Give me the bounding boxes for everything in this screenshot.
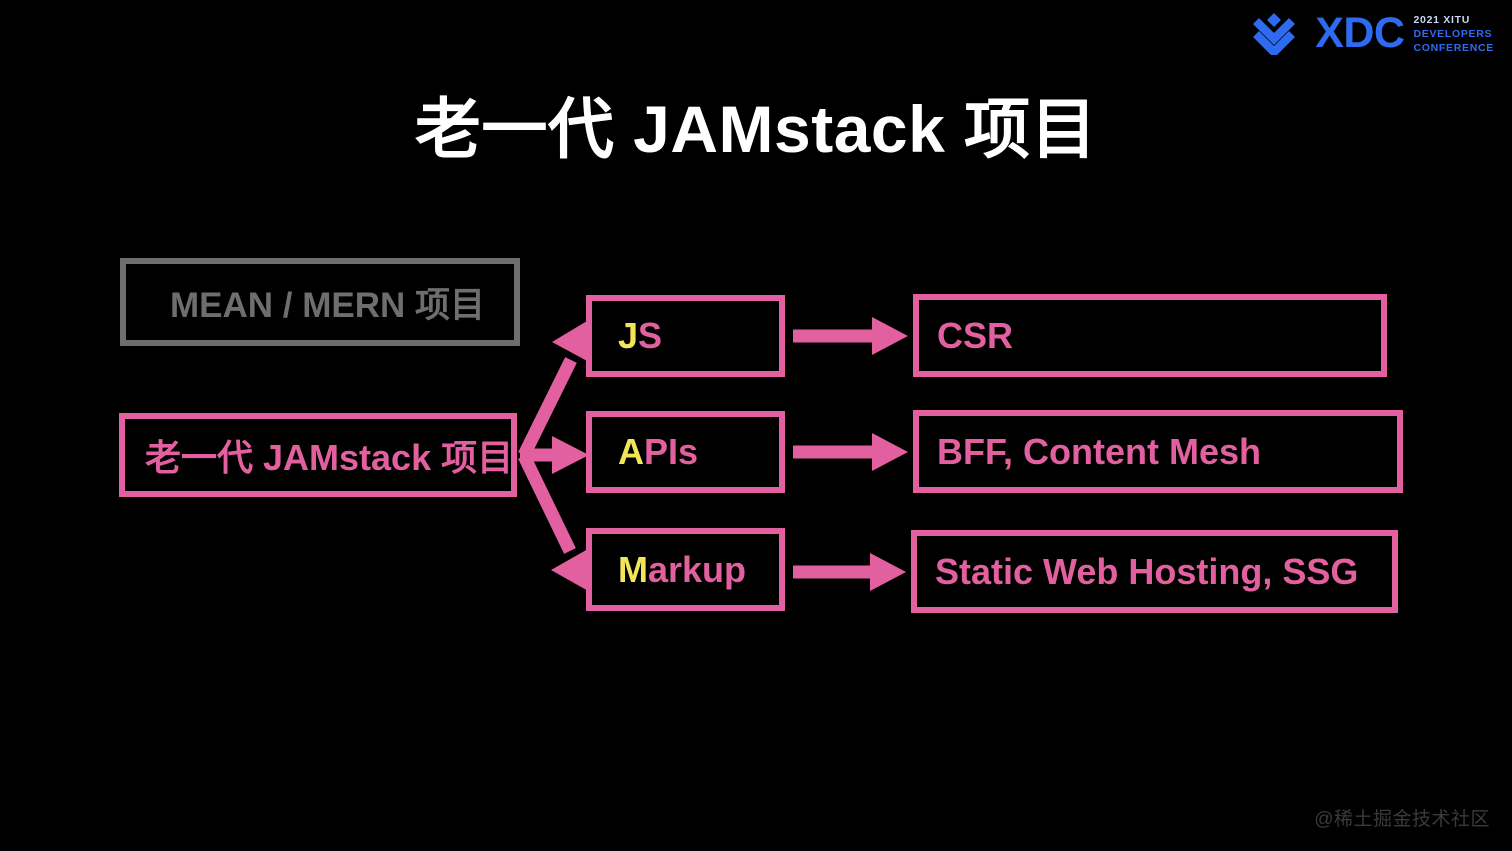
node-static-web-hosting-ssg[interactable]: Static Web Hosting, SSG	[911, 530, 1398, 613]
node-apis[interactable]: APIs	[586, 411, 785, 493]
node-markup-label: Markup	[618, 549, 746, 591]
brand-logo: XDC 2021 XITU DEVELOPERS CONFERENCE	[1247, 12, 1494, 55]
node-apis-initial: A	[618, 431, 644, 472]
connector-markup-to-ssg	[793, 553, 906, 591]
brand-wordmark: XDC	[1315, 9, 1405, 57]
xdc-chevron-icon	[1253, 12, 1296, 55]
brand-subtitle-line-3: CONFERENCE	[1413, 41, 1494, 54]
node-csr[interactable]: CSR	[913, 294, 1387, 377]
brand-lockup: XDC 2021 XITU DEVELOPERS CONFERENCE	[1315, 12, 1494, 55]
node-mean-mern[interactable]: MEAN / MERN 项目	[120, 258, 520, 346]
node-js-label: JS	[618, 315, 662, 357]
node-apis-label: APIs	[618, 431, 698, 473]
connector-jamstack-to-apis	[520, 436, 589, 474]
node-markup-initial: M	[618, 548, 648, 590]
node-js-rest: S	[638, 315, 663, 356]
node-markup[interactable]: Markup	[586, 528, 785, 611]
node-static-web-hosting-ssg-label: Static Web Hosting, SSG	[935, 550, 1359, 592]
connector-jamstack-to-markup	[518, 453, 590, 592]
watermark: @稀土掘金技术社区	[1314, 809, 1490, 830]
slide-title: 老一代 JAMstack 项目	[414, 92, 1098, 167]
node-bff-content-mesh-label: BFF, Content Mesh	[937, 430, 1261, 472]
connector-apis-to-bff	[793, 433, 908, 471]
node-js-initial: J	[618, 315, 639, 356]
node-apis-rest: PIs	[644, 431, 699, 472]
connector-jamstack-to-js	[518, 318, 592, 458]
node-mean-mern-label: MEAN / MERN 项目	[170, 285, 486, 325]
brand-subtitle: 2021 XITU DEVELOPERS CONFERENCE	[1413, 12, 1494, 54]
node-markup-rest: arkup	[648, 548, 747, 590]
brand-subtitle-line-2: DEVELOPERS	[1413, 28, 1493, 41]
connector-js-to-csr	[793, 317, 908, 355]
node-legacy-jamstack[interactable]: 老一代 JAMstack 项目	[119, 413, 517, 497]
node-js[interactable]: JS	[586, 295, 785, 377]
brand-subtitle-line-1: 2021 XITU	[1413, 14, 1470, 27]
node-csr-label: CSR	[937, 314, 1014, 356]
node-legacy-jamstack-label: 老一代 JAMstack 项目	[145, 437, 514, 478]
node-bff-content-mesh[interactable]: BFF, Content Mesh	[913, 410, 1403, 493]
